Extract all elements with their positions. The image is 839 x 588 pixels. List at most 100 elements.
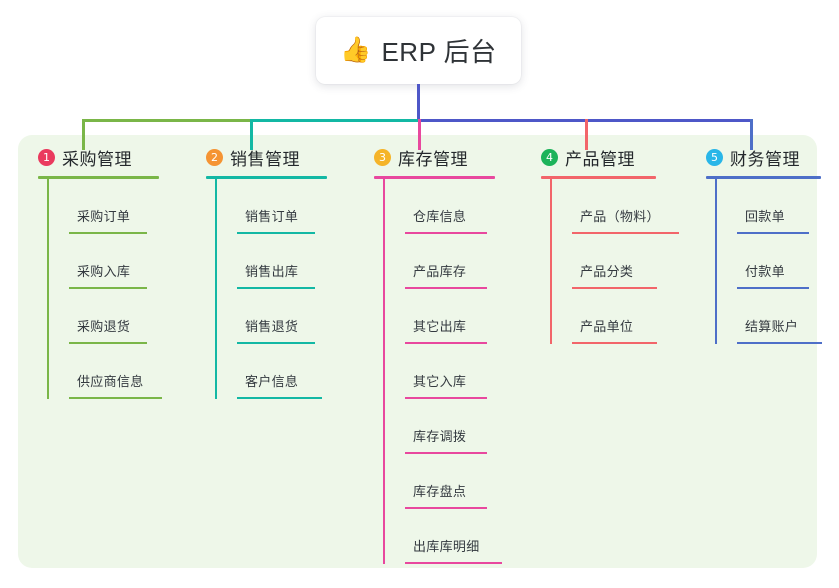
list-item-rule (405, 287, 487, 289)
column-spine-5 (715, 179, 717, 344)
list-item[interactable]: 产品分类 (572, 234, 657, 289)
list-item[interactable]: 采购退货 (69, 289, 159, 344)
list-item-label: 销售退货 (245, 319, 299, 334)
column-badge-2: 2 (206, 148, 223, 166)
list-item-rule (737, 232, 809, 234)
list-item[interactable]: 付款单 (737, 234, 821, 289)
thumbs-up-icon: 👍 (340, 36, 372, 64)
list-item-rule (237, 232, 315, 234)
column-4: 4 产品管理产品（物料） 产品分类产品单位 (541, 145, 679, 344)
column-header-2[interactable]: 2 销售管理 (206, 145, 327, 169)
connector-drop-1 (82, 119, 85, 150)
list-item-rule (237, 342, 315, 344)
list-item[interactable]: 仓库信息 (405, 179, 495, 234)
list-item[interactable]: 其它出库 (405, 289, 495, 344)
column-5: 5 财务管理回款单付款单结算账户 (706, 145, 822, 344)
list-item[interactable]: 库存盘点 (405, 454, 495, 509)
list-item[interactable]: 销售出库 (237, 234, 327, 289)
list-item-label: 采购退货 (77, 319, 131, 334)
list-item-label: 付款单 (745, 264, 785, 279)
list-item-label: 销售订单 (245, 209, 299, 224)
list-item-label: 其它出库 (413, 319, 467, 334)
column-title-5: 财务管理 (730, 149, 800, 169)
list-item-rule (572, 342, 657, 344)
list-item-rule (405, 232, 487, 234)
column-badge-4: 4 (541, 148, 558, 166)
list-item[interactable]: 产品（物料） (572, 179, 679, 234)
root-node-card[interactable]: 👍 ERP 后台 (316, 17, 521, 84)
connector-drop-5 (750, 119, 753, 150)
column-header-1[interactable]: 1 采购管理 (38, 145, 159, 169)
column-badge-5: 5 (706, 148, 723, 166)
list-item-rule (405, 507, 487, 509)
list-item-label: 出库库明细 (413, 539, 480, 554)
list-item[interactable]: 销售订单 (237, 179, 327, 234)
column-items-5: 回款单付款单结算账户 (715, 179, 822, 344)
column-header-rule-2 (206, 176, 327, 179)
list-item[interactable]: 销售退货 (237, 289, 327, 344)
list-item-rule (572, 232, 679, 234)
list-item-label: 库存调拨 (413, 429, 467, 444)
column-header-4[interactable]: 4 产品管理 (541, 145, 656, 169)
list-item-rule (69, 287, 147, 289)
column-spine-2 (215, 179, 217, 399)
list-item-rule (572, 287, 657, 289)
column-items-3: 仓库信息产品库存其它出库其它入库库存调拨库存盘点出库库明细 (383, 179, 502, 564)
list-item[interactable]: 产品单位 (572, 289, 657, 344)
list-item-label: 产品单位 (580, 319, 634, 334)
connector-bus-segment-1 (82, 119, 253, 122)
column-items-1: 采购订单采购入库采购退货供应商信息 (47, 179, 162, 399)
list-item[interactable]: 供应商信息 (69, 344, 162, 399)
connector-drop-2 (250, 119, 253, 150)
column-header-rule-1 (38, 176, 159, 179)
root-node-title: ERP 后台 (381, 37, 497, 67)
list-item-label: 销售出库 (245, 264, 299, 279)
column-title-3: 库存管理 (398, 149, 468, 169)
list-item-rule (237, 397, 322, 399)
column-1: 1 采购管理采购订单采购入库采购退货供应商信息 (38, 145, 162, 399)
connector-bus-segment-2 (250, 119, 421, 122)
list-item-rule (405, 342, 487, 344)
column-spine-3 (383, 179, 385, 564)
list-item[interactable]: 库存调拨 (405, 399, 495, 454)
list-item[interactable]: 其它入库 (405, 344, 495, 399)
list-item-rule (69, 232, 147, 234)
column-header-rule-3 (374, 176, 495, 179)
column-title-2: 销售管理 (230, 149, 300, 169)
list-item[interactable]: 采购订单 (69, 179, 159, 234)
list-item[interactable]: 客户信息 (237, 344, 327, 399)
column-badge-1: 1 (38, 148, 55, 166)
list-item-rule (405, 452, 487, 454)
column-spine-4 (550, 179, 552, 344)
column-header-rule-5 (706, 176, 821, 179)
list-item-rule (69, 397, 162, 399)
list-item-label: 供应商信息 (77, 374, 144, 389)
column-title-1: 采购管理 (62, 149, 132, 169)
list-item-label: 仓库信息 (413, 209, 467, 224)
list-item-label: 采购订单 (77, 209, 131, 224)
column-2: 2 销售管理销售订单销售出库销售退货客户信息 (206, 145, 327, 399)
column-spine-1 (47, 179, 49, 399)
list-item-label: 客户信息 (245, 374, 299, 389)
list-item-rule (69, 342, 147, 344)
list-item-label: 产品（物料） (580, 209, 660, 224)
column-header-rule-4 (541, 176, 656, 179)
list-item[interactable]: 回款单 (737, 179, 821, 234)
list-item-label: 其它入库 (413, 374, 467, 389)
list-item-label: 库存盘点 (413, 484, 467, 499)
column-items-2: 销售订单销售出库销售退货客户信息 (215, 179, 327, 399)
list-item-rule (737, 342, 822, 344)
list-item[interactable]: 出库库明细 (405, 509, 502, 564)
list-item-label: 产品分类 (580, 264, 634, 279)
list-item[interactable]: 采购入库 (69, 234, 159, 289)
connector-trunk (417, 84, 420, 122)
column-title-4: 产品管理 (565, 149, 635, 169)
column-header-5[interactable]: 5 财务管理 (706, 145, 821, 169)
connector-drop-3 (418, 119, 421, 150)
list-item-rule (737, 287, 809, 289)
list-item[interactable]: 结算账户 (737, 289, 822, 344)
list-item-rule (405, 397, 487, 399)
list-item[interactable]: 产品库存 (405, 234, 495, 289)
